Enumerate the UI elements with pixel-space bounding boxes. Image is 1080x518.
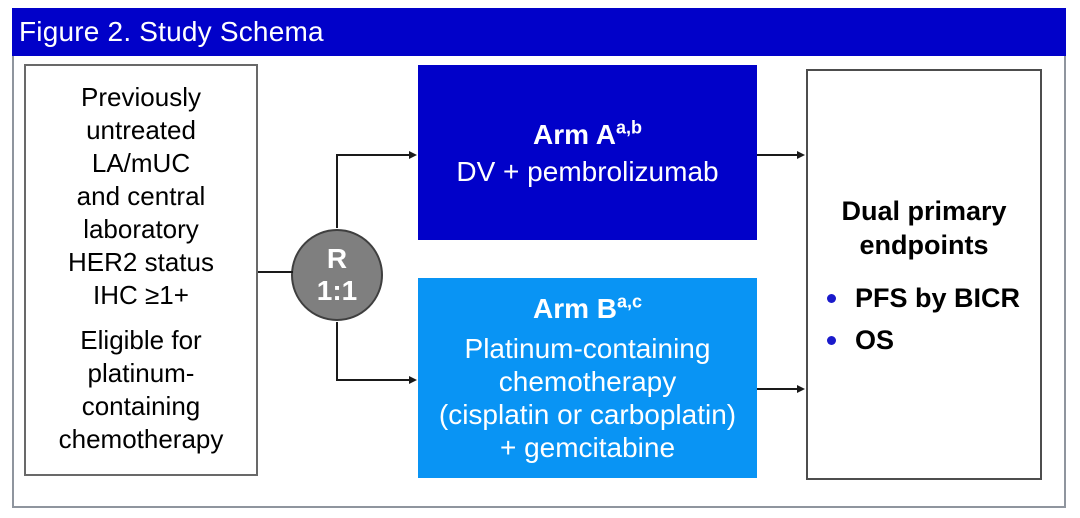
arm-a-footnote-marker: a,b: [615, 117, 642, 138]
endpoint-item-pfs: PFS by BICR: [827, 283, 1040, 314]
bullet-icon: [827, 293, 836, 303]
arm-a-title-text: Arm A: [533, 118, 616, 150]
endpoint-item-os: OS: [827, 325, 1040, 356]
endpoint-pfs-label: PFS by BICR: [855, 282, 1021, 313]
arm-b-title: Arm Ba,c: [418, 292, 757, 325]
endpoint-os-label: OS: [855, 324, 895, 355]
bullet-icon: [827, 335, 836, 345]
arm-a-regimen-text: DV + pembrolizumab: [456, 155, 719, 187]
figure-title-bar: Figure 2. Study Schema: [12, 8, 1066, 56]
arm-a-title: Arm Aa,b: [418, 116, 757, 153]
arm-a-box: Arm Aa,b DV + pembrolizumab: [418, 65, 757, 240]
arm-b-footnote-marker: a,c: [616, 291, 643, 312]
figure-title: Figure 2. Study Schema: [19, 16, 324, 47]
arm-b-title-text: Arm B: [532, 293, 617, 324]
endpoints-list: PFS by BICR OS: [808, 272, 1040, 356]
